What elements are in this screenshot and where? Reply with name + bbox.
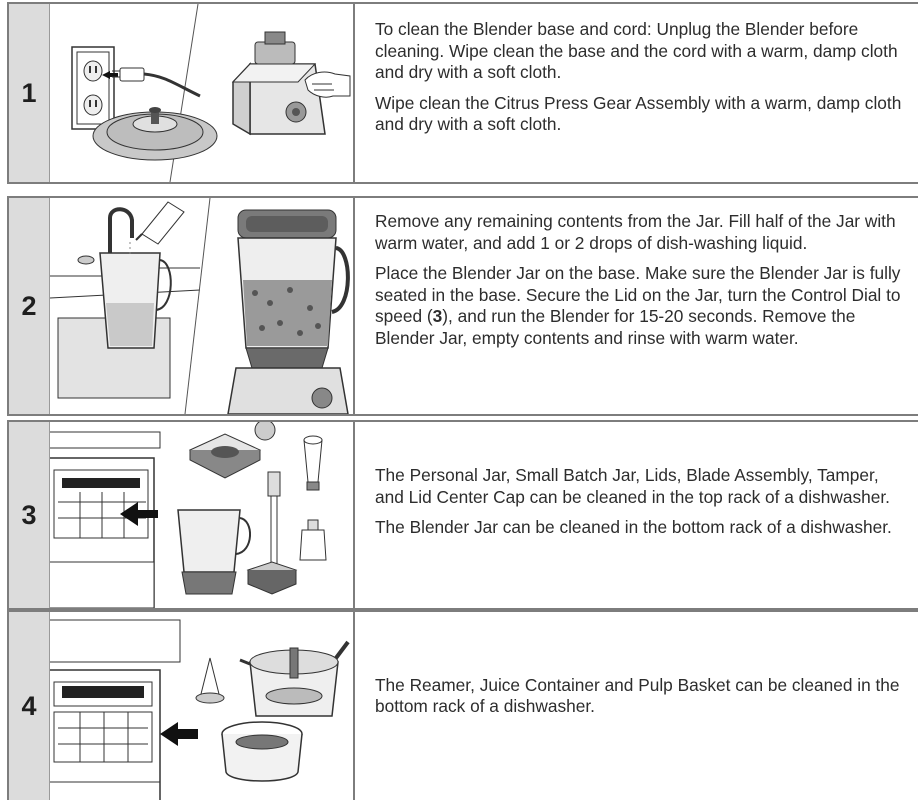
step-number-cell: 3 — [9, 422, 50, 608]
unplug-blender-illustration — [50, 4, 353, 182]
wash-jar-illustration — [50, 198, 353, 414]
instruction-paragraph: Wipe clean the Citrus Press Gear Assembl… — [375, 93, 904, 136]
step-4-text: The Reamer, Juice Container and Pulp Bas… — [355, 612, 918, 800]
step-number-cell: 1 — [9, 4, 50, 182]
dishwasher-top-rack-illustration — [50, 422, 353, 608]
step-2: 2 — [7, 196, 918, 416]
step-number-cell: 2 — [9, 198, 50, 414]
step-2-illustration — [50, 198, 355, 414]
step-1-illustration — [50, 4, 355, 182]
instruction-paragraph: Remove any remaining contents from the J… — [375, 211, 904, 254]
step-number-cell: 4 — [9, 612, 50, 800]
step-4: 4 — [7, 610, 918, 800]
instruction-paragraph: The Personal Jar, Small Batch Jar, Lids,… — [375, 465, 904, 508]
step-number: 4 — [21, 691, 36, 722]
step-1: 1 — [7, 2, 918, 184]
speed-setting: 3 — [433, 306, 443, 326]
step-4-illustration — [50, 612, 355, 800]
instruction-paragraph: To clean the Blender base and cord: Unpl… — [375, 19, 904, 84]
instruction-paragraph: The Blender Jar can be cleaned in the bo… — [375, 517, 904, 539]
step-3: 3 — [7, 420, 918, 610]
instruction-paragraph: Place the Blender Jar on the base. Make … — [375, 263, 904, 349]
step-1-text: To clean the Blender base and cord: Unpl… — [355, 4, 918, 182]
step-number: 2 — [21, 291, 36, 322]
instruction-text-part: ), and run the Blender for 15-20 seconds… — [375, 306, 855, 348]
step-2-text: Remove any remaining contents from the J… — [355, 198, 918, 414]
step-3-illustration — [50, 422, 355, 608]
step-number: 1 — [21, 78, 36, 109]
instruction-paragraph: The Reamer, Juice Container and Pulp Bas… — [375, 675, 904, 718]
dishwasher-bottom-rack-illustration — [50, 612, 353, 800]
step-3-text: The Personal Jar, Small Batch Jar, Lids,… — [355, 422, 918, 608]
step-number: 3 — [21, 500, 36, 531]
